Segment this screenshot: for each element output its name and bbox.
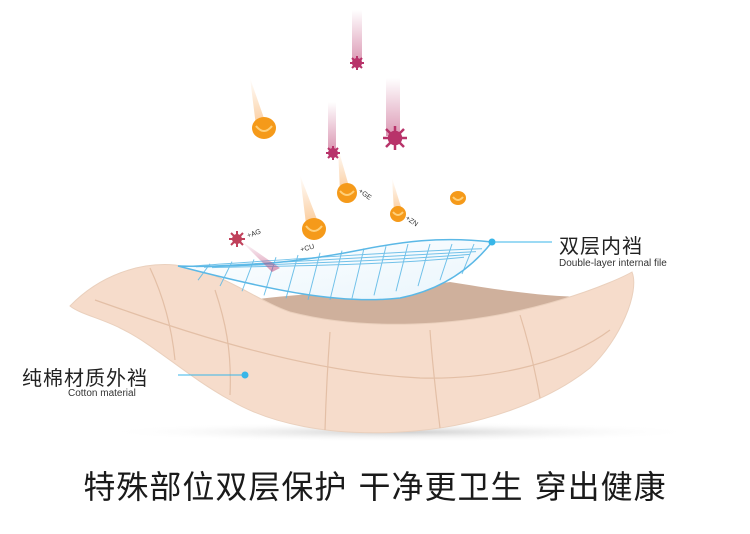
particles: +AG +CU +GE +ZN (229, 10, 466, 272)
germ-icon (383, 126, 407, 150)
orange-particle-icon (252, 117, 276, 139)
headline: 特殊部位双层保护 干净更卫生 穿出健康 (0, 462, 750, 508)
orange-particle-icon (450, 191, 466, 205)
ge-tag: +GE (357, 188, 373, 202)
inner-layer-sublabel: Double-layer internal file (559, 258, 667, 269)
outer-layer-sublabel: Cotton material (68, 388, 136, 399)
ag-tag: +AG (246, 228, 262, 239)
germ-icon (229, 231, 245, 247)
zn-tag: +ZN (404, 215, 419, 228)
germ-icon (326, 146, 340, 160)
germ-icon (350, 56, 364, 70)
cu-tag: +CU (300, 243, 316, 253)
orange-particle-icon (302, 218, 326, 240)
orange-particle-icon (337, 183, 357, 203)
inner-layer-pointer (489, 239, 553, 246)
outer-layer-label: 纯棉材质外裆 (22, 362, 148, 391)
inner-layer-label: 双层内裆 (559, 230, 643, 259)
